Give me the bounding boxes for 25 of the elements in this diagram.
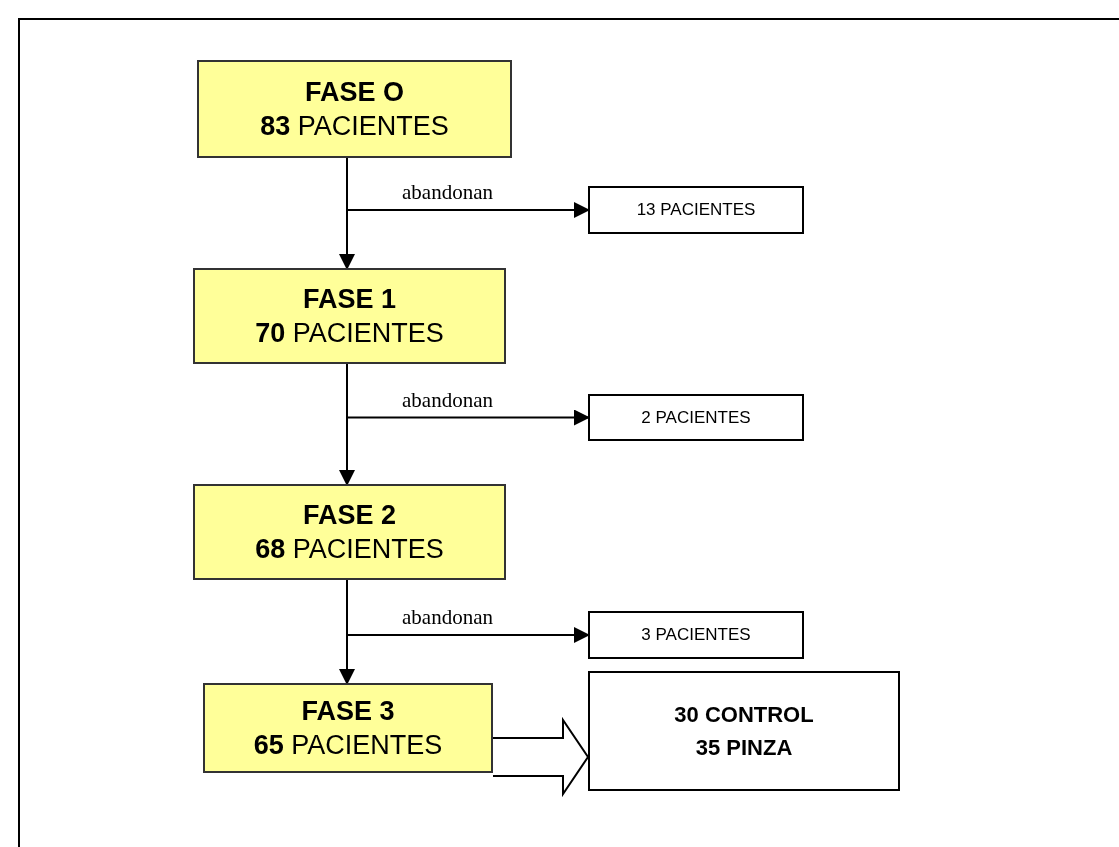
phase-title: FASE 3 [301, 695, 395, 728]
arrow [346, 579, 590, 643]
patient-box [588, 394, 804, 441]
patient-box [588, 186, 804, 234]
count-text: 35 PINZA [695, 734, 793, 762]
patient-box [588, 611, 804, 659]
arrow [346, 363, 590, 426]
count-text: 65 PACIENTES [253, 729, 443, 762]
count-text: 3 PACIENTES [641, 624, 751, 647]
count-text: 2 PACIENTES [641, 406, 751, 429]
count-text: 30 CONTROL [674, 701, 814, 729]
arrow [346, 157, 590, 218]
phase-box [193, 484, 506, 580]
phase-title: FASE 2 [302, 499, 396, 532]
phase-box [193, 268, 506, 364]
count-text: 70 PACIENTES [255, 317, 444, 350]
phase-title: FASE 1 [302, 283, 396, 316]
patient-box [588, 671, 900, 791]
count-text: 83 PACIENTES [260, 110, 449, 143]
block-arrow [492, 716, 590, 798]
count-text: 13 PACIENTES [636, 199, 756, 222]
count-text: 68 PACIENTES [255, 533, 444, 566]
phase-box [197, 60, 512, 158]
phase-title: FASE O [305, 76, 404, 109]
phase-box [203, 683, 493, 773]
